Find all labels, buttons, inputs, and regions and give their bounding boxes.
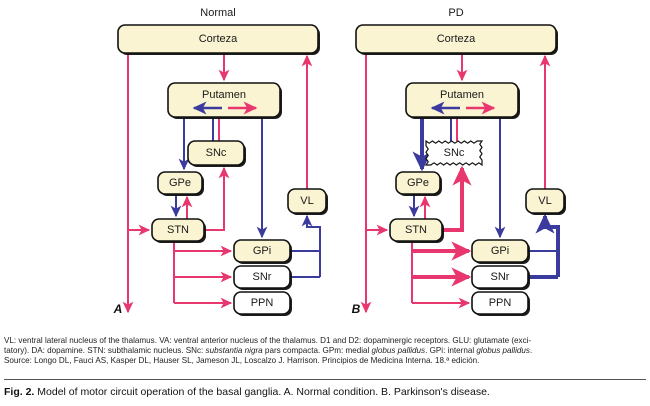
panel-letter-pd: B	[352, 302, 361, 316]
node-label-snc: SNc	[444, 147, 465, 159]
node-shape-vl	[287, 188, 327, 214]
node-gpe-pd[interactable]: GPe	[395, 171, 442, 196]
node-label-cortex: Corteza	[199, 33, 238, 45]
node-cortex-normal[interactable]: Corteza	[117, 24, 320, 55]
legend-seg-b: pars compacta. GPm: medial	[262, 346, 372, 356]
node-label-ppn: PPN	[251, 297, 274, 309]
node-snc-pd[interactable]: SNc	[424, 139, 484, 167]
caption-divider	[4, 379, 646, 380]
node-label-ppn: PPN	[489, 297, 512, 309]
node-shape-snc	[187, 140, 245, 166]
figure-legend: VL: ventral lateral nucleus of the thala…	[4, 336, 646, 367]
node-vl-normal[interactable]: VL	[287, 188, 328, 215]
legend-italic-substantia-nigra: substantia nigra	[205, 346, 263, 356]
node-label-stn: STN	[167, 224, 189, 236]
node-shape-gpe	[395, 171, 441, 195]
node-cortex-pd[interactable]: Corteza	[355, 24, 558, 55]
legend-line-1: VL: ventral lateral nucleus of the thala…	[4, 336, 532, 345]
node-stn-pd[interactable]: STN	[389, 218, 444, 243]
figure-number: Fig. 2.	[4, 386, 35, 398]
node-label-gpe: GPe	[407, 177, 429, 189]
panel-title-pd: PD	[448, 7, 463, 19]
node-shape-gpi	[471, 239, 529, 263]
node-label-stn: STN	[405, 224, 427, 236]
legend-line-2: tatory). DA: dopamine. STN: subthalamic …	[4, 346, 646, 356]
node-shape-cortex	[355, 24, 557, 54]
node-shape-snr	[233, 265, 291, 289]
node-shape-stn	[389, 218, 443, 242]
node-shape-gpe	[157, 171, 203, 195]
connections-normal	[122, 53, 321, 314]
edge-rail-to-vl	[535, 213, 560, 277]
panel-title-normal: Normal	[200, 7, 235, 19]
node-label-gpe: GPe	[169, 177, 191, 189]
edge-rail-to-vl	[301, 214, 321, 277]
node-ppn-normal[interactable]: PPN	[233, 291, 292, 316]
node-shape-stn	[151, 218, 205, 242]
node-label-putamen: Putamen	[202, 89, 246, 101]
node-shape-cortex	[117, 24, 319, 54]
node-putamen-normal[interactable]: Putamen	[167, 82, 282, 119]
panel-letter-normal: A	[113, 302, 123, 316]
node-label-snr: SNr	[253, 271, 272, 283]
legend-seg-d: .	[529, 346, 533, 356]
node-label-putamen: Putamen	[440, 89, 484, 101]
node-stn-normal[interactable]: STN	[151, 218, 206, 243]
node-label-gpi: GPi	[491, 245, 509, 257]
node-shape-ppn	[233, 291, 291, 315]
node-label-snr: SNr	[491, 271, 510, 283]
legend-italic-globus-pallidus-1: globus pallidus	[371, 346, 426, 356]
node-shape-ppn	[471, 291, 529, 315]
node-vl-pd[interactable]: VL	[525, 188, 566, 215]
node-shape-vl	[525, 188, 565, 214]
node-shape-snr	[471, 265, 529, 289]
node-gpe-normal[interactable]: GPe	[157, 171, 204, 196]
node-snc-normal[interactable]: SNc	[187, 140, 246, 167]
legend-italic-globus-pallidus-2: globus pallidus	[476, 346, 530, 356]
node-label-vl: VL	[300, 195, 313, 207]
node-gpi-pd[interactable]: GPi	[471, 239, 530, 264]
node-label-gpi: GPi	[253, 245, 271, 257]
edge-stn-to-snc	[204, 166, 230, 231]
node-label-cortex: Corteza	[437, 33, 476, 45]
figure-caption: Fig. 2. Model of motor circuit operation…	[4, 386, 646, 398]
node-label-vl: VL	[538, 195, 551, 207]
node-shape-snc-degenerated	[424, 139, 484, 167]
node-snr-pd[interactable]: SNr	[471, 265, 530, 290]
legend-seg-c: . GPi: internal	[425, 346, 477, 356]
node-putamen-pd[interactable]: Putamen	[405, 82, 520, 119]
node-snr-normal[interactable]: SNr	[233, 265, 292, 290]
legend-source-line: Source: Longo DL, Fauci AS, Kasper DL, H…	[4, 356, 480, 366]
legend-seg-a: tatory). DA: dopamine. STN: subthalamic …	[4, 346, 206, 356]
node-gpi-normal[interactable]: GPi	[233, 239, 292, 264]
node-shape-gpi	[233, 239, 291, 263]
node-ppn-pd[interactable]: PPN	[471, 291, 530, 316]
edge-stn-to-snc	[442, 165, 472, 232]
node-label-snc: SNc	[206, 147, 227, 159]
figure-caption-text: Model of motor circuit operation of the …	[37, 386, 490, 398]
